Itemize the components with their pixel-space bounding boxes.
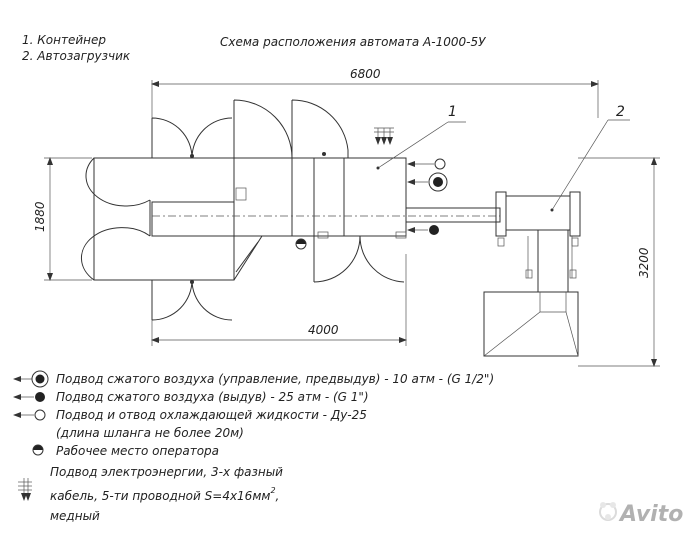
legend-power-line3: медный [50,509,100,523]
callout-2: 2 [550,104,630,212]
legend-item-loader: 2. Автозагрузчик [22,49,131,63]
dimension-right: 3200 [578,157,660,367]
dimension-right-label: 3200 [637,247,651,278]
legend-air-10atm: Подвод сжатого воздуха (управление, пред… [56,372,494,386]
connection-symbols [295,158,448,250]
dimension-left-label: 1880 [33,201,47,232]
avito-text: Avito [618,502,683,527]
dimension-bottom: 4000 [151,254,407,346]
legend: Подвод сжатого воздуха (управление, пред… [13,370,494,523]
diagram-title: Схема расположения автомата А-1000-5У [220,35,486,49]
legend-power-line2: кабель, 5-ти проводной S=4x16мм2, [50,486,279,503]
air-inlet-arrows [374,127,394,145]
legend-power-icon [18,478,32,501]
cooling-fluid-icon [434,158,446,170]
dimension-bottom-label: 4000 [308,323,339,337]
legend-item-container: 1. Контейнер [22,33,106,47]
dimension-top-label: 6800 [350,67,381,81]
callout-2-label: 2 [616,104,625,120]
legend-power-line2-text: кабель, 5-ти проводной S=4x16мм [50,489,270,503]
legend-cooling-icon [34,409,46,421]
legend-operator-icon [33,445,43,450]
legend-cooling: Подвод и отвод охлаждающей жидкости - Ду… [56,408,367,422]
avito-logo-icon [599,503,617,521]
air-25atm-icon [429,225,439,235]
legend-air-25atm-icon [35,392,45,402]
legend-air-10atm-icon [31,370,49,388]
legend-cooling-note: (длина шланга не более 20м) [56,426,244,440]
legend-power-line1: Подвод электроэнергии, 3-х фазный [50,465,283,479]
dimension-left: 1880 [33,157,92,281]
legend-air-25atm: Подвод сжатого воздуха (выдув) - 25 атм … [56,390,369,404]
auto-loader [405,191,581,357]
dimension-top: 6800 [151,67,599,118]
legend-power-comma: , [276,489,280,503]
operator-place-icon [296,239,306,244]
avito-watermark: Avito [599,502,683,527]
container-unit [81,99,500,321]
legend-operator: Рабочее место оператора [56,444,219,458]
callout-1-label: 1 [448,104,457,120]
air-10atm-icon [428,172,448,192]
legend-power-sup: 2 [270,486,275,495]
callout-1: 1 [376,104,466,170]
